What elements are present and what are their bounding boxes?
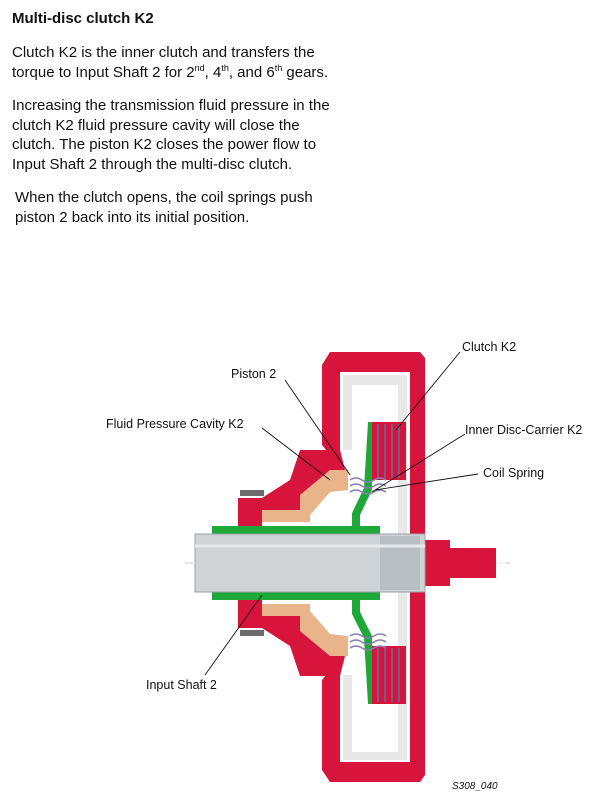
label-coil-spring: Coil Spring <box>483 466 544 480</box>
ordinal-sup-1: nd <box>194 62 205 73</box>
intro-text-1: Clutch K2 is the inner clutch and transf… <box>12 44 315 81</box>
shaft-sleeve-top <box>212 526 380 534</box>
coil-spring-top <box>349 477 387 495</box>
hub-left-bottom <box>238 600 345 676</box>
intro-text-3: , and 6 <box>228 63 275 81</box>
inner-disc-carrier-top <box>352 422 372 540</box>
intro-text-4: gears. <box>282 63 329 81</box>
paragraph-intro: Clutch K2 is the inner clutch and transf… <box>12 43 342 82</box>
piston-top <box>262 470 348 522</box>
shaft-sleeve-bottom <box>212 592 380 600</box>
coil-spring-bottom <box>349 633 387 651</box>
intro-text-2: , 4 <box>204 63 222 81</box>
seal-ring-top <box>240 490 264 496</box>
disc-pack-bottom <box>372 646 406 704</box>
label-input-shaft: Input Shaft 2 <box>146 678 217 692</box>
shaft-splines <box>380 536 420 590</box>
seal-ring-bottom <box>240 630 264 636</box>
disc-pack-top <box>372 422 406 480</box>
text-block: Multi-disc clutch K2 Clutch K2 is the in… <box>12 10 342 241</box>
label-fluid-pressure-cavity: Fluid Pressure Cavity K2 <box>106 417 244 431</box>
figure-number: S308_040 <box>452 781 498 792</box>
clutch-diagram: Clutch K2 Piston 2 Fluid Pressure Cavity… <box>0 330 601 802</box>
label-piston-2: Piston 2 <box>231 367 276 381</box>
label-clutch-k2: Clutch K2 <box>462 340 516 354</box>
inner-disc-carrier-bottom <box>352 588 372 704</box>
paragraph-opening: When the clutch opens, the coil springs … <box>15 189 313 226</box>
paragraph-pressure: Increasing the transmission fluid pressu… <box>12 97 330 173</box>
label-inner-disc-carrier: Inner Disc-Carrier K2 <box>465 423 582 437</box>
clutch-housing <box>322 352 425 782</box>
output-stub <box>450 548 496 578</box>
clutch-cross-section: Clutch K2 Piston 2 Fluid Pressure Cavity… <box>106 340 582 792</box>
hub-left-top <box>238 450 345 526</box>
ordinal-sup-3: th <box>274 62 283 73</box>
housing-lining <box>343 375 407 760</box>
piston-bottom <box>262 604 348 656</box>
ordinal-sup-2: th <box>221 62 229 73</box>
page-title: Multi-disc clutch K2 <box>12 10 154 27</box>
